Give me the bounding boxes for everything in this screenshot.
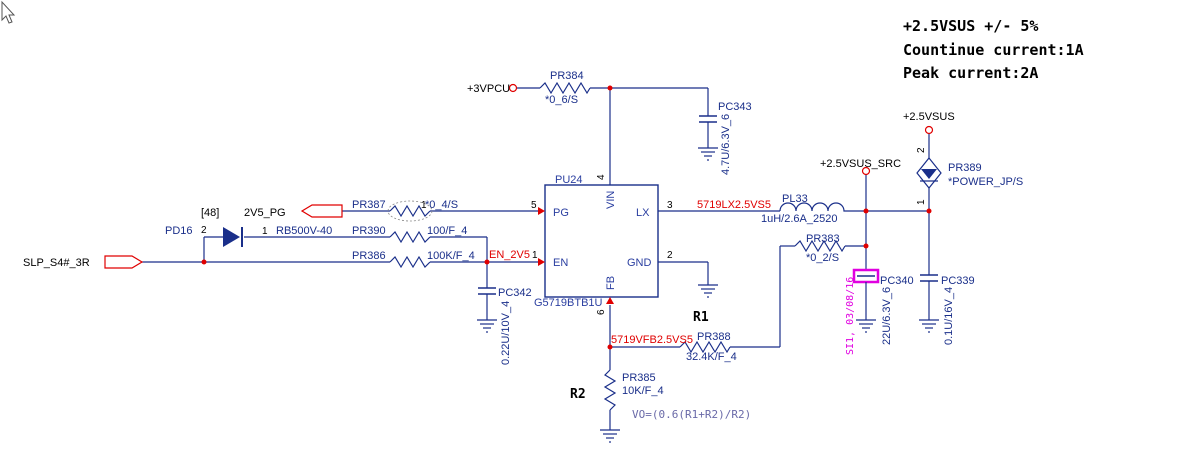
junction-dots (201, 85, 932, 350)
spec-line-peak-current: Peak current:2A (903, 64, 1038, 82)
net-fb-label: 5719VFB2.5VS5 (611, 334, 693, 346)
ground-icon (698, 284, 718, 298)
chip-ref: PU24 (555, 174, 583, 186)
diode-pd16-icon (223, 227, 240, 247)
pr386-ref: PR386 (352, 250, 386, 262)
pin-gnd-label: GND (627, 257, 652, 269)
revision-note: SI1, 03/08/16 (845, 277, 856, 355)
pl33-ref: PL33 (782, 193, 808, 205)
pin-pg-arrow (538, 207, 545, 215)
pr390-ref: PR390 (352, 225, 386, 237)
pr387-no-stuff-oval (387, 200, 433, 222)
pin-en-arrow (538, 258, 545, 266)
pr389-value: *POWER_JP/S (948, 176, 1023, 188)
pr383-ref: PR383 (806, 233, 840, 245)
net-lx-label: 5719LX2.5VS5 (697, 199, 771, 211)
pin-pg-label: PG (553, 207, 569, 219)
net-25vsus-src-label: +2.5VSUS_SRC (820, 158, 901, 170)
pc342-ref: PC342 (498, 287, 532, 299)
pd16-pin-anode: 2 (201, 225, 207, 236)
pr388-value: 32.4K/F_4 (686, 351, 737, 363)
pr385-ref: PR385 (622, 372, 656, 384)
pin-lx-label: LX (636, 207, 650, 219)
pc340-ref: PC340 (880, 275, 914, 287)
ground-symbols (477, 147, 939, 443)
net-en-label: EN_2V5 (489, 249, 530, 261)
pc343-value: 4.7U/6.3V_6 (720, 114, 732, 175)
pr384-value: *0_6/S (545, 94, 578, 106)
resistor-symbols (389, 81, 846, 411)
chip-part: G5719BTB1U (534, 297, 603, 309)
rail-25vsus-icon (924, 125, 934, 135)
pc343-wire-gap (486, 122, 930, 300)
pr385-value: 10K/F_4 (622, 385, 664, 397)
pr387-pin: 1 (421, 200, 427, 211)
pin-lx-number: 3 (667, 200, 673, 211)
pin-fb-number: 6 (596, 309, 607, 315)
pd16-ref: PD16 (165, 225, 193, 237)
net-slp-label: SLP_S4#_3R (23, 257, 90, 269)
mouse-cursor-icon (1, 0, 16, 24)
pr388-ref: PR388 (697, 331, 731, 343)
offpage-2v5-pg-icon (300, 204, 343, 218)
rail-25vsus-src-icon (861, 166, 871, 176)
pin-vin-label: VIN (605, 191, 617, 209)
pc339-value: 0.1U/16V_4 (943, 287, 955, 345)
output-formula: VO=(0.6(R1+R2)/R2) (632, 408, 751, 421)
wires (142, 87, 930, 430)
pd16-value: RB500V-40 (276, 225, 332, 237)
pd16-pin-cathode: 1 (262, 226, 268, 237)
pc339-ref: PC339 (941, 275, 975, 287)
pr389-pin-bot: 1 (916, 199, 927, 205)
rail-3vpcu-icon (508, 83, 518, 93)
pin-fb-arrow (606, 297, 614, 304)
power-jumper-arrow-icon (921, 169, 937, 179)
pr389-ref: PR389 (948, 162, 982, 174)
pr384-ref: PR384 (550, 70, 584, 82)
pc340-value: 22U/6.3V_6 (881, 287, 893, 345)
ground-icon (477, 319, 497, 333)
inductor-pl33 (779, 202, 848, 212)
chip-pu24 (544, 184, 659, 298)
pin-gnd-number: 2 (667, 250, 673, 261)
pr383-value: *0_2/S (806, 252, 839, 264)
net-pg-ref: [48] (201, 207, 219, 219)
offpage-slp-icon (104, 255, 144, 269)
pr386-value: 100K/F_4 (427, 250, 475, 262)
pc342-value: 0.22U/10V_4 (500, 301, 512, 365)
pin-pg-number: 5 (531, 200, 537, 211)
net-pg-label: 2V5_PG (244, 207, 286, 219)
spec-line-continuous-current: Countinue current:1A (903, 41, 1084, 59)
pr387-ref: PR387 (352, 199, 386, 211)
pr389-pin-top: 2 (916, 147, 927, 153)
net-25vsus-label: +2.5VSUS (903, 111, 955, 123)
spec-line-voltage: +2.5VSUS +/- 5% (903, 17, 1038, 35)
ground-icon (600, 429, 620, 443)
pc343-ref: PC343 (718, 101, 752, 113)
pin-vin-number: 4 (596, 174, 607, 180)
label-r1: R1 (693, 310, 709, 325)
pin-en-number: 1 (532, 250, 538, 261)
ground-icon (698, 147, 718, 161)
ground-icon (919, 319, 939, 333)
pr387-value: *0_4/S (425, 199, 458, 211)
ground-icon (856, 319, 876, 333)
pin-en-label: EN (553, 257, 568, 269)
pin-fb-label: FB (605, 276, 617, 290)
pr390-value: 100/F_4 (427, 225, 467, 237)
net-3vpcu-label: +3VPCU (467, 83, 510, 95)
label-r2: R2 (570, 387, 586, 402)
pl33-value: 1uH/2.6A_2520 (761, 213, 837, 225)
